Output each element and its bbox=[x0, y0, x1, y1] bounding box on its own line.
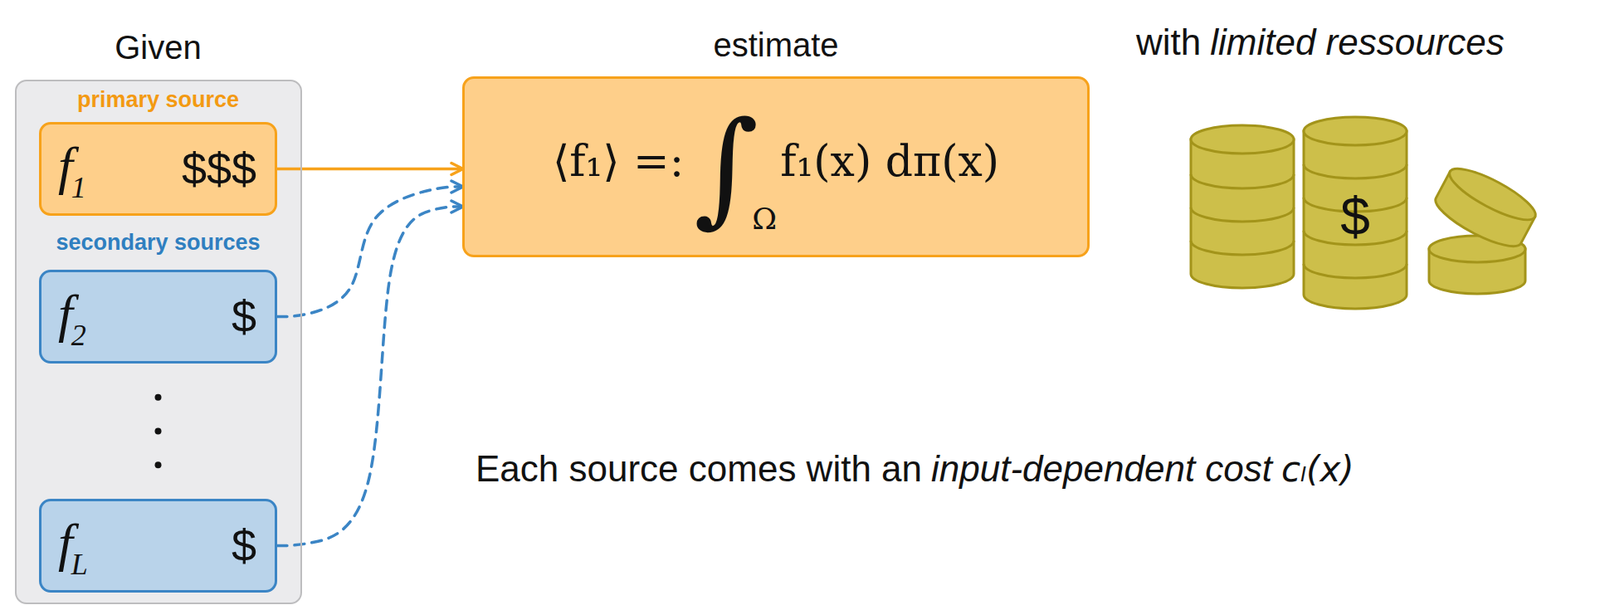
panel-background bbox=[15, 80, 302, 604]
group-title: secondary sources bbox=[55, 229, 260, 256]
function-symbol: f bbox=[58, 282, 74, 345]
formula: f₁(x) dπ(x) bbox=[780, 136, 1000, 187]
integral-domain: Ω bbox=[751, 201, 777, 236]
ellipsis-dot bbox=[155, 461, 162, 469]
formula: ⟨f₁⟩ =: bbox=[552, 136, 684, 187]
note-text: input-dependent cost bbox=[931, 448, 1273, 491]
note-text: with bbox=[1136, 21, 1201, 64]
note-text: cₗ(x) bbox=[1281, 449, 1355, 490]
connector-arrow bbox=[277, 206, 464, 547]
integral-sign: ∫ bbox=[693, 104, 759, 230]
cost-symbol: $ bbox=[231, 519, 257, 571]
function-symbol: f bbox=[58, 135, 74, 197]
connectors bbox=[277, 169, 464, 547]
secondary-source-box: fL $ bbox=[39, 498, 278, 593]
tilted-coin bbox=[1429, 160, 1542, 255]
ellipsis-dot bbox=[155, 394, 162, 401]
group-title: primary source bbox=[77, 87, 240, 113]
panel-fill bbox=[15, 80, 302, 604]
ellipsis-dots bbox=[155, 394, 162, 469]
function-index: L bbox=[71, 547, 88, 582]
note-text: limited ressources bbox=[1209, 21, 1505, 64]
function-index: 2 bbox=[71, 318, 87, 353]
coin-stack bbox=[1190, 125, 1294, 288]
primary-source-box: f1 $$$ bbox=[39, 121, 278, 216]
connector-arrow bbox=[277, 186, 464, 318]
coin-stack bbox=[1303, 117, 1407, 309]
heading: Given bbox=[114, 28, 202, 67]
heading: estimate bbox=[712, 25, 839, 64]
currency-symbol: $ bbox=[1340, 186, 1371, 249]
cost-symbol: $ bbox=[231, 290, 257, 342]
connector-arrow bbox=[277, 167, 464, 171]
coin-illustration bbox=[1190, 117, 1542, 309]
source-panel: Givenprimary sourcesecondary sourcesf1$$… bbox=[14, 79, 303, 605]
note-text: Each source comes with an bbox=[475, 448, 922, 491]
estimate-box: estimate⟨f₁⟩ =:∫Ωf₁(x) dπ(x) bbox=[462, 76, 1090, 258]
cost-symbol: $$$ bbox=[181, 142, 257, 195]
secondary-source-box: f2 $ bbox=[39, 269, 278, 364]
ellipsis-dot bbox=[155, 428, 162, 435]
function-index: 1 bbox=[71, 170, 87, 205]
function-symbol: f bbox=[58, 512, 74, 574]
